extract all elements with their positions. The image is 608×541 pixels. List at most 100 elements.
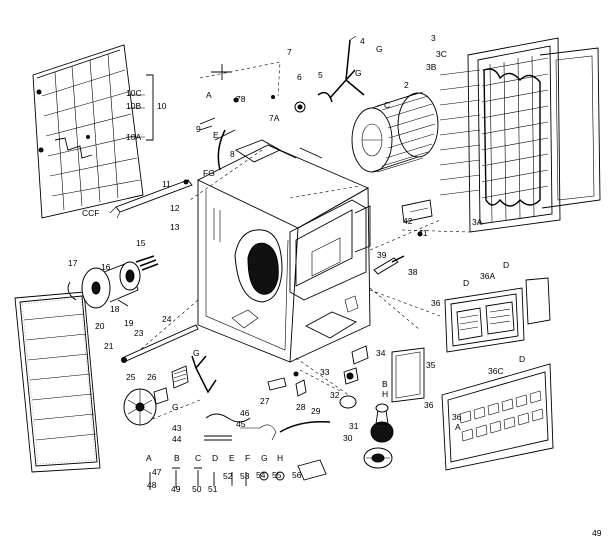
washer-5 [317,91,333,103]
label-42: 42 [403,216,413,226]
label-3c: 3C [436,49,447,59]
label-bh-b: B [382,379,388,389]
label-24-g: G [193,348,200,358]
label-51: 51 [208,484,218,494]
nut-6 [294,101,306,113]
hardware-row [149,413,331,490]
label-8-a: A [206,90,212,100]
label-36-b: 36 [424,400,434,410]
grille-upper [444,277,551,353]
label-bh-h: H [382,389,388,399]
motor-assembly [67,255,159,309]
page-number: 49 [592,528,602,538]
label-10b: 10B [126,101,141,111]
label-ccf: CCF [82,208,99,218]
label-36c: 36C [488,366,504,376]
label-c: C [195,453,201,463]
filter-panel [391,347,425,403]
label-78: 78 [236,94,246,104]
rear-panel-grid [32,44,144,219]
label-45: 45 [236,419,246,429]
label-16: 16 [101,262,111,272]
bracket-10 [146,74,154,141]
label-27: 27 [260,396,270,406]
fan-wheel [123,365,189,426]
label-29: 29 [311,406,321,416]
compressor-parts [339,345,394,469]
label-2: 2 [404,80,409,90]
label-48: 48 [147,480,157,490]
label-41: 41 [418,228,428,238]
label-53: 53 [240,471,250,481]
label-38: 38 [408,267,418,277]
label-47: 47 [152,467,162,477]
leader-lines [139,149,471,421]
parts-41-42 [401,199,433,237]
label-18: 18 [110,304,120,314]
label-44: 44 [172,434,182,444]
label-10: 10 [157,101,167,111]
lower-mount [191,355,217,394]
label-23: 23 [134,328,144,338]
label-26: 26 [147,372,157,382]
brace-bar [109,179,193,219]
parts-39 [373,255,405,275]
coil-assembly [439,37,601,233]
front-panel [14,291,101,473]
label-2-c: C [384,100,390,110]
label-36-c: 36 [452,412,462,422]
label-7a: 7A [269,113,280,123]
label-b: B [174,453,180,463]
label-35: 35 [426,360,436,370]
label-h: H [277,453,283,463]
motor-mount [329,35,365,99]
label-36a-a: 36A [480,271,495,281]
label-g: G [261,453,268,463]
label-34: 34 [376,348,386,358]
label-33: 33 [320,367,330,377]
label-15: 15 [136,238,146,248]
label-31: 31 [349,421,359,431]
label-e: E [229,453,235,463]
label-36-a: 36 [431,298,441,308]
label-9-fg: FG [203,168,215,178]
label-12: 12 [170,203,180,213]
label-30: 30 [343,433,353,443]
label-d-1: D [463,278,469,288]
label-3: 3 [431,33,436,43]
label-9: 9 [196,124,201,134]
label-4: 4 [360,36,365,46]
label-10a: 10A [126,132,141,142]
shaft [121,324,199,363]
blower-wheel [351,91,439,173]
label-24: 24 [162,314,172,324]
label-f: F [245,453,250,463]
label-d-3: D [519,354,525,364]
label-49: 49 [171,484,181,494]
label-50: 50 [192,484,202,494]
label-54: 54 [256,470,266,480]
label-a: A [146,453,152,463]
grille-lower [441,363,554,471]
label-36-a-letter: A [455,422,461,432]
main-cabinet [196,139,371,363]
label-43: 43 [172,423,182,433]
part-labels: 7 4 G 3 3C 3B 6 5 G 2 C 78 A 7A 9 E 8 FG… [68,33,602,538]
label-5-g: G [355,68,362,78]
label-d-2: D [503,260,509,270]
label-28: 28 [296,402,306,412]
label-25: 25 [126,372,136,382]
label-55: 55 [272,470,282,480]
label-20: 20 [95,321,105,331]
label-d: D [212,453,218,463]
label-3b: 3B [426,62,437,72]
label-56: 56 [292,470,302,480]
label-7: 7 [287,47,292,57]
label-5: 5 [318,70,323,80]
label-52: 52 [223,471,233,481]
label-32: 32 [330,390,340,400]
label-10c: 10C [126,88,142,98]
label-46: 46 [240,408,250,418]
label-11: 11 [162,179,171,189]
